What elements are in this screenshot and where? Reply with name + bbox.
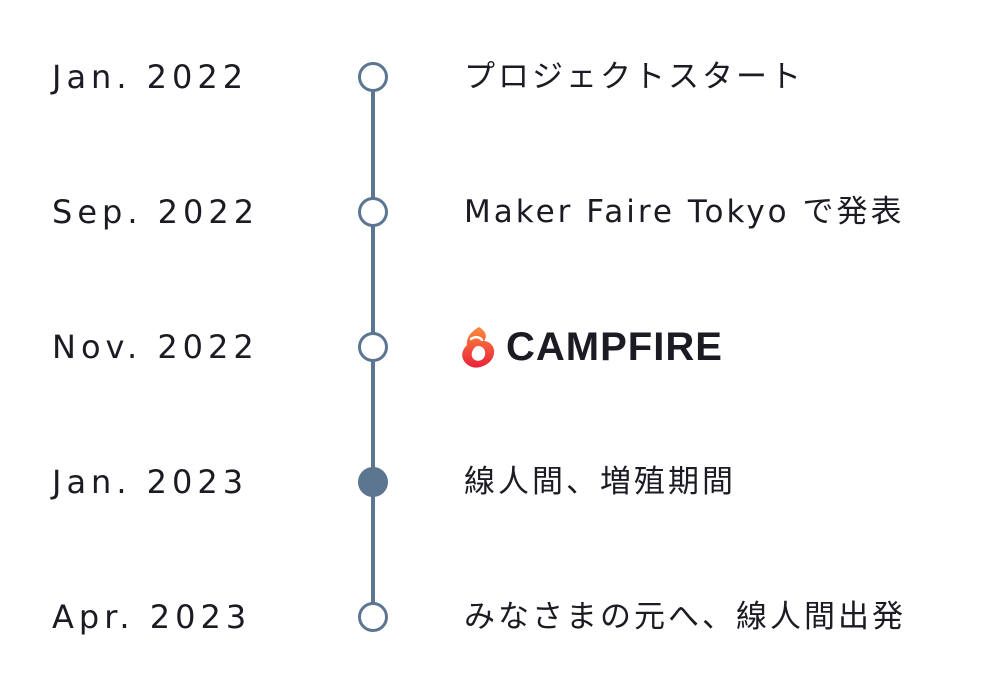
timeline-row-sep-2022: Sep. 2022 Maker Faire Tokyo で発表 bbox=[0, 182, 1000, 242]
timeline-node-hollow bbox=[358, 602, 388, 632]
campfire-flame-icon bbox=[462, 327, 495, 368]
event-date: Nov. 2022 bbox=[52, 328, 259, 366]
campfire-logo: CAMPFIRE bbox=[460, 325, 723, 369]
timeline-row-apr-2023: Apr. 2023 みなさまの元へ、線人間出発 bbox=[0, 587, 1000, 647]
event-date: Jan. 2023 bbox=[52, 463, 249, 501]
event-text: プロジェクトスタート bbox=[464, 59, 804, 95]
event-text: みなさまの元へ、線人間出発 bbox=[464, 599, 906, 635]
timeline-node-hollow bbox=[358, 197, 388, 227]
timeline-node-hollow bbox=[358, 62, 388, 92]
event-text: Maker Faire Tokyo で発表 bbox=[464, 194, 905, 230]
event-date: Apr. 2023 bbox=[52, 598, 252, 636]
event-date: Sep. 2022 bbox=[52, 193, 260, 231]
event-text: 線人間、増殖期間 bbox=[464, 464, 736, 500]
timeline-row-jan-2023: Jan. 2023 線人間、増殖期間 bbox=[0, 452, 1000, 512]
timeline-row-nov-2022: Nov. 2022 CAMPFIRE bbox=[0, 317, 1000, 377]
campfire-logo-text: CAMPFIRE bbox=[506, 325, 723, 369]
timeline-node-hollow bbox=[358, 332, 388, 362]
timeline-node-filled bbox=[358, 467, 388, 497]
timeline-row-jan-2022: Jan. 2022 プロジェクトスタート bbox=[0, 47, 1000, 107]
event-date: Jan. 2022 bbox=[52, 58, 249, 96]
